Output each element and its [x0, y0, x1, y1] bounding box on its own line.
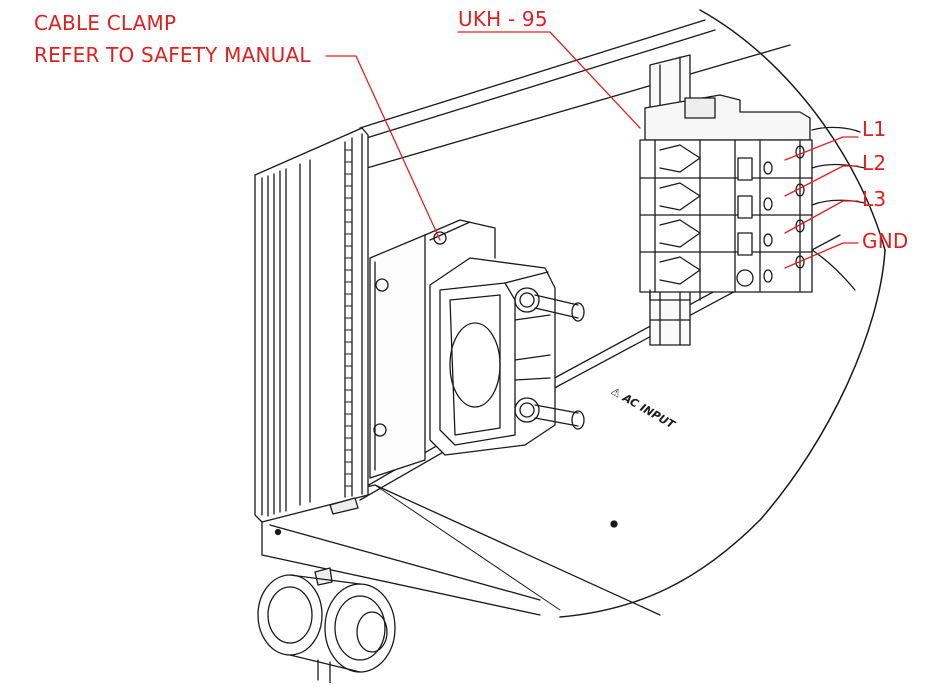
caster-wheel: [257, 567, 396, 684]
terminal-block-stack: [639, 94, 813, 301]
cable-clamp-leader: [325, 55, 441, 241]
detail-view-arc: [559, 9, 886, 618]
l3-label: L3: [862, 187, 887, 211]
terminal-model-label: UKH - 95: [458, 7, 548, 31]
gnd-label: GND: [862, 229, 909, 253]
safety-manual-label: REFER TO SAFETY MANUAL: [34, 43, 311, 67]
power-cables: [811, 126, 866, 291]
l2-leader: [784, 165, 859, 197]
clamp-bolts: [514, 287, 585, 430]
l1-label: L1: [862, 117, 887, 141]
cable-clamp: [429, 257, 585, 456]
phase-marker-windows: [736, 157, 754, 287]
column-perforations: [345, 149, 353, 487]
callout-leaders: [325, 31, 859, 269]
gnd-leader: [784, 242, 859, 269]
screw-clamps: [659, 144, 701, 285]
cable-clamp-bracket: [369, 219, 496, 479]
l2-label: L2: [862, 151, 887, 175]
ukh-leader: [457, 31, 641, 129]
frame-column: [254, 127, 369, 523]
cable-clamp-label: CABLE CLAMP: [34, 11, 177, 35]
l3-leader: [784, 200, 859, 234]
l1-leader: [784, 136, 859, 161]
